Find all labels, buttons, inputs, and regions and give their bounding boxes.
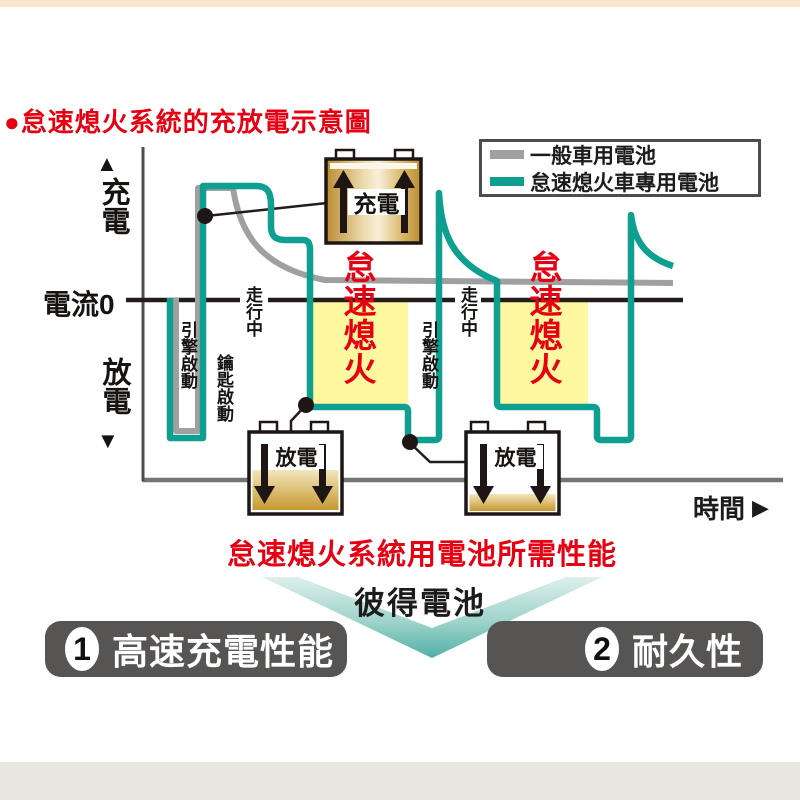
requirement-heading: 怠速熄火系統用電池所需性能 — [226, 539, 617, 571]
driving-label-2: 走行中 — [458, 286, 478, 337]
idle-stop-region-1 — [313, 302, 408, 405]
top-accent-bar — [0, 0, 800, 7]
y-axis-charge-label: 充電 — [97, 177, 129, 235]
callout-lines — [205, 201, 466, 464]
time-text: 時間 — [693, 494, 746, 524]
page-title: ●怠速熄火系統的充放電示意圖 — [4, 107, 372, 137]
legend-label: 一般車用電池 — [530, 144, 656, 168]
engine-start-label-1: 引擎啟動 — [178, 321, 198, 389]
feature-label: 耐久性 — [631, 631, 743, 672]
feature-box-durability: 2 耐久性 — [487, 621, 763, 677]
x-axis-time-label: 時間 ▶ — [693, 489, 769, 526]
engine-start-label-2: 引擎啟動 — [419, 321, 439, 389]
gray-line-swatch — [490, 150, 524, 159]
time-arrow-icon: ▶ — [752, 494, 769, 520]
battery-discharge-label-2: 放電 — [488, 445, 543, 470]
y-axis-zero-label: 電流0 — [43, 289, 115, 320]
feature-box-fast-charge: 1 高速充電性能 — [45, 621, 347, 677]
idle-stop-label-1: 怠速熄火 — [338, 250, 376, 386]
legend-item-conventional: 一般車用電池 — [490, 143, 758, 168]
battery-discharge-label-1: 放電 — [269, 445, 324, 470]
charge-arrow-up-right — [394, 170, 415, 188]
feature-label: 高速充電性能 — [112, 631, 335, 672]
discharge-arrow-down — [530, 486, 551, 504]
discharge-arrow-down — [254, 486, 275, 504]
legend-item-idle-stop: 怠速熄火車專用電池 — [490, 170, 758, 195]
discharge-arrow-down — [312, 486, 333, 504]
feature-number-badge: 2 — [584, 627, 619, 671]
discharge-direction-arrow-icon: ▼ — [97, 428, 119, 453]
legend-label: 怠速熄火車專用電池 — [530, 171, 719, 195]
idle-stop-region-2 — [500, 302, 588, 405]
charge-arrow-up-left — [333, 170, 354, 188]
feature-number-badge: 1 — [65, 627, 99, 671]
battery-discharging-icon-2 — [464, 420, 561, 516]
battery-charge-label: 充電 — [348, 189, 405, 217]
down-chevron-arrow — [262, 577, 602, 658]
charge-direction-arrow-icon: ▲ — [96, 151, 118, 176]
key-start-label: 鑰匙啟動 — [214, 354, 234, 422]
discharge-arrow-down — [473, 486, 494, 504]
legend: 一般車用電池 怠速熄火車專用電池 — [479, 139, 761, 197]
idle-stop-battery-curve — [166, 182, 675, 444]
brand-name: 彼得電池 — [354, 586, 486, 621]
callout-dot-discharge-2 — [402, 434, 418, 450]
bottom-bar — [0, 762, 800, 800]
battery-charging-icon — [324, 148, 423, 245]
teal-line-swatch — [490, 177, 524, 186]
callout-dot-discharge-1 — [298, 397, 314, 413]
y-axis-discharge-label: 放電 — [98, 357, 130, 415]
driving-label-1: 走行中 — [243, 286, 263, 337]
idle-stop-label-2: 怠速熄火 — [524, 250, 562, 386]
callout-dot-charge — [197, 208, 213, 224]
